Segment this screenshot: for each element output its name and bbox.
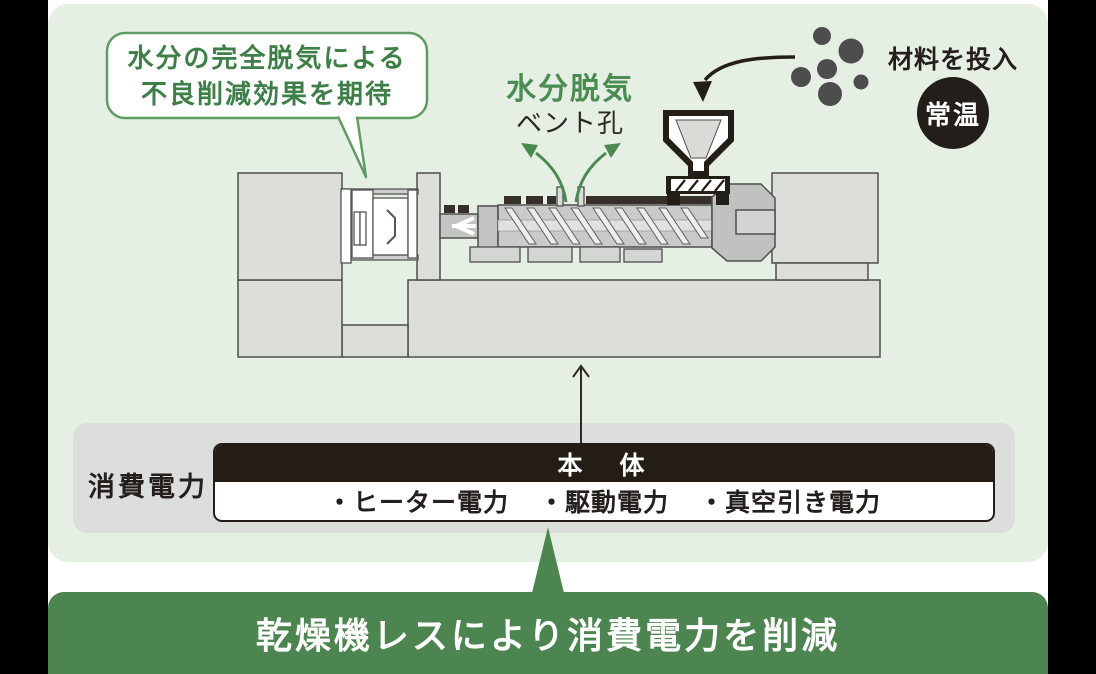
machine-body-power-box: 本 体 ・ヒーター電力 ・駆動電力 ・真空引き電力 xyxy=(213,443,995,522)
power-item-vacuum: ・真空引き電力 xyxy=(699,489,882,517)
callout-bubble: 水分の完全脱気による 不良削減効果を期待 xyxy=(107,33,427,118)
vent-hole-label: ベント孔 xyxy=(515,108,624,138)
room-temperature-text: 常温 xyxy=(924,99,981,130)
power-box-items: ・ヒーター電力 ・駆動電力 ・真空引き電力 xyxy=(215,482,993,520)
power-item-heater: ・ヒーター電力 xyxy=(326,489,509,517)
power-box-header: 本 体 xyxy=(215,445,993,482)
material-input-label: 材料を投入 xyxy=(888,46,1019,74)
callout-line2: 不良削減効果を期待 xyxy=(140,78,393,109)
power-item-drive: ・駆動電力 xyxy=(538,489,669,517)
callout-line1: 水分の完全脱気による xyxy=(127,42,407,73)
vent-title: 水分脱気 xyxy=(506,73,634,106)
bottom-banner: 乾燥機レスにより消費電力を削減 xyxy=(48,592,1048,674)
power-consumption-label: 消費電力 xyxy=(88,472,208,502)
banner-text: 乾燥機レスにより消費電力を削減 xyxy=(255,615,841,656)
room-temperature-badge: 常温 xyxy=(917,77,989,149)
